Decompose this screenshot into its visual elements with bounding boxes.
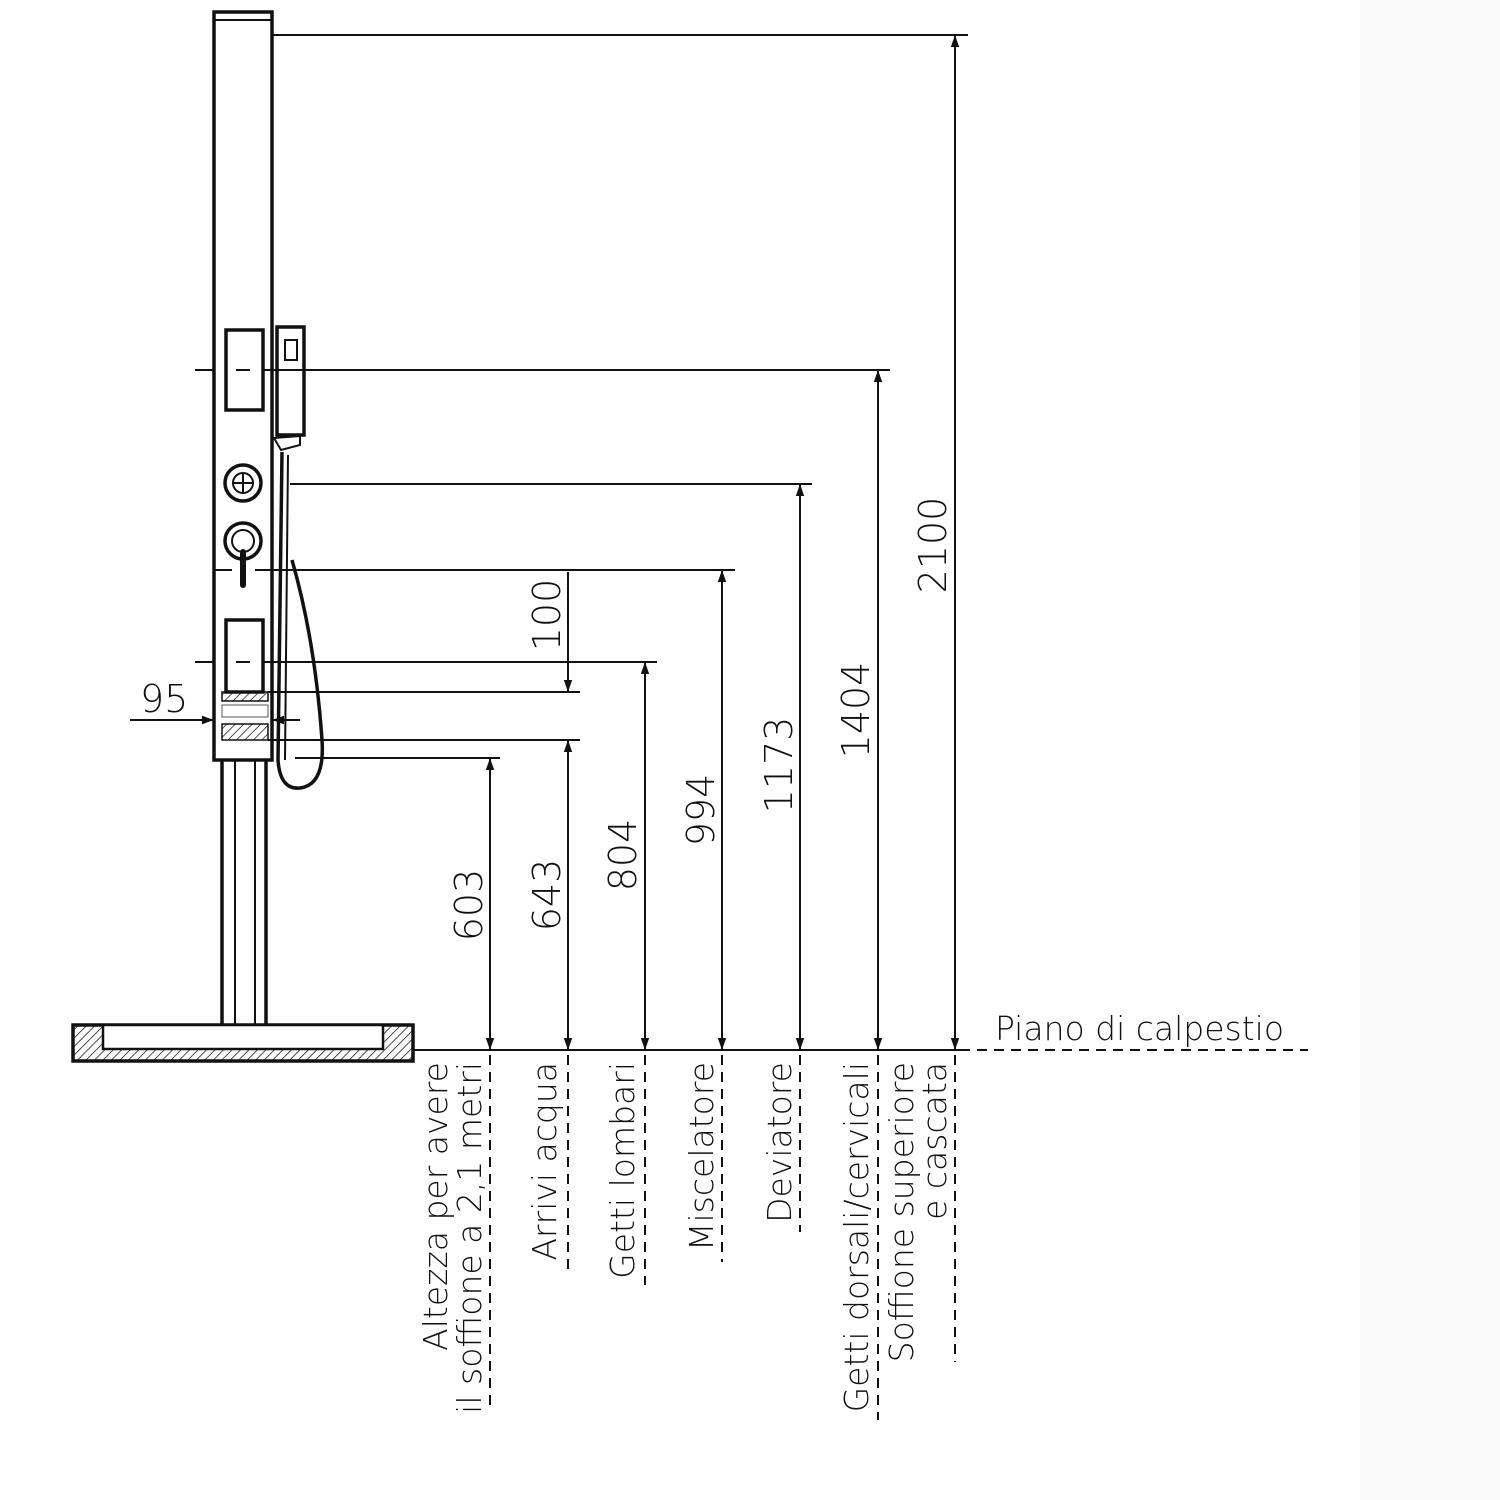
extension-lines: [255, 34, 968, 759]
right-margin-strip: [1360, 0, 1500, 1500]
dimension-1173: 1173: [757, 717, 801, 814]
dimension-994: 994: [679, 774, 723, 847]
label-soffione-line2: e cascata: [915, 1062, 954, 1220]
label-miscelatore: Miscelatore: [682, 1062, 721, 1251]
hand-shower: [275, 325, 306, 437]
shower-column: [71, 10, 415, 1063]
label-deviatore: Deviatore: [760, 1062, 799, 1223]
dimension-603: 603: [447, 869, 491, 942]
inlet-hatch-1: [221, 691, 269, 702]
label-getti-dorsali: Getti dorsali/cervicali: [837, 1062, 876, 1412]
inlet-spacing-dimension: 100: [525, 579, 569, 652]
inlet-hatch-2: [221, 723, 269, 741]
lower-jet-panel: [224, 618, 265, 694]
depth-dimension: 95: [140, 677, 188, 721]
label-getti-lombari: Getti lombari: [603, 1062, 642, 1279]
dimension-arrows: [130, 35, 960, 1050]
dimension-643: 643: [525, 859, 569, 932]
hand-shower-holder: [272, 434, 301, 452]
centerlines: [195, 369, 250, 663]
dimension-2100: 2100: [911, 497, 955, 594]
label-603-line1: Altezza per avere: [416, 1062, 455, 1351]
dimension-804: 804: [601, 819, 645, 892]
diverter-knob: [223, 463, 263, 503]
label-arrivi-acqua: Arrivi acqua: [525, 1062, 564, 1261]
column-body: [212, 10, 274, 762]
label-soffione-line1: Soffione superiore: [882, 1062, 921, 1362]
dimension-1404: 1404: [834, 662, 878, 759]
label-leaders: [489, 1055, 956, 1420]
floor-label: Piano di calpestio: [995, 1009, 1284, 1048]
label-603-line2: il soffione a 2,1 metri: [450, 1062, 489, 1414]
